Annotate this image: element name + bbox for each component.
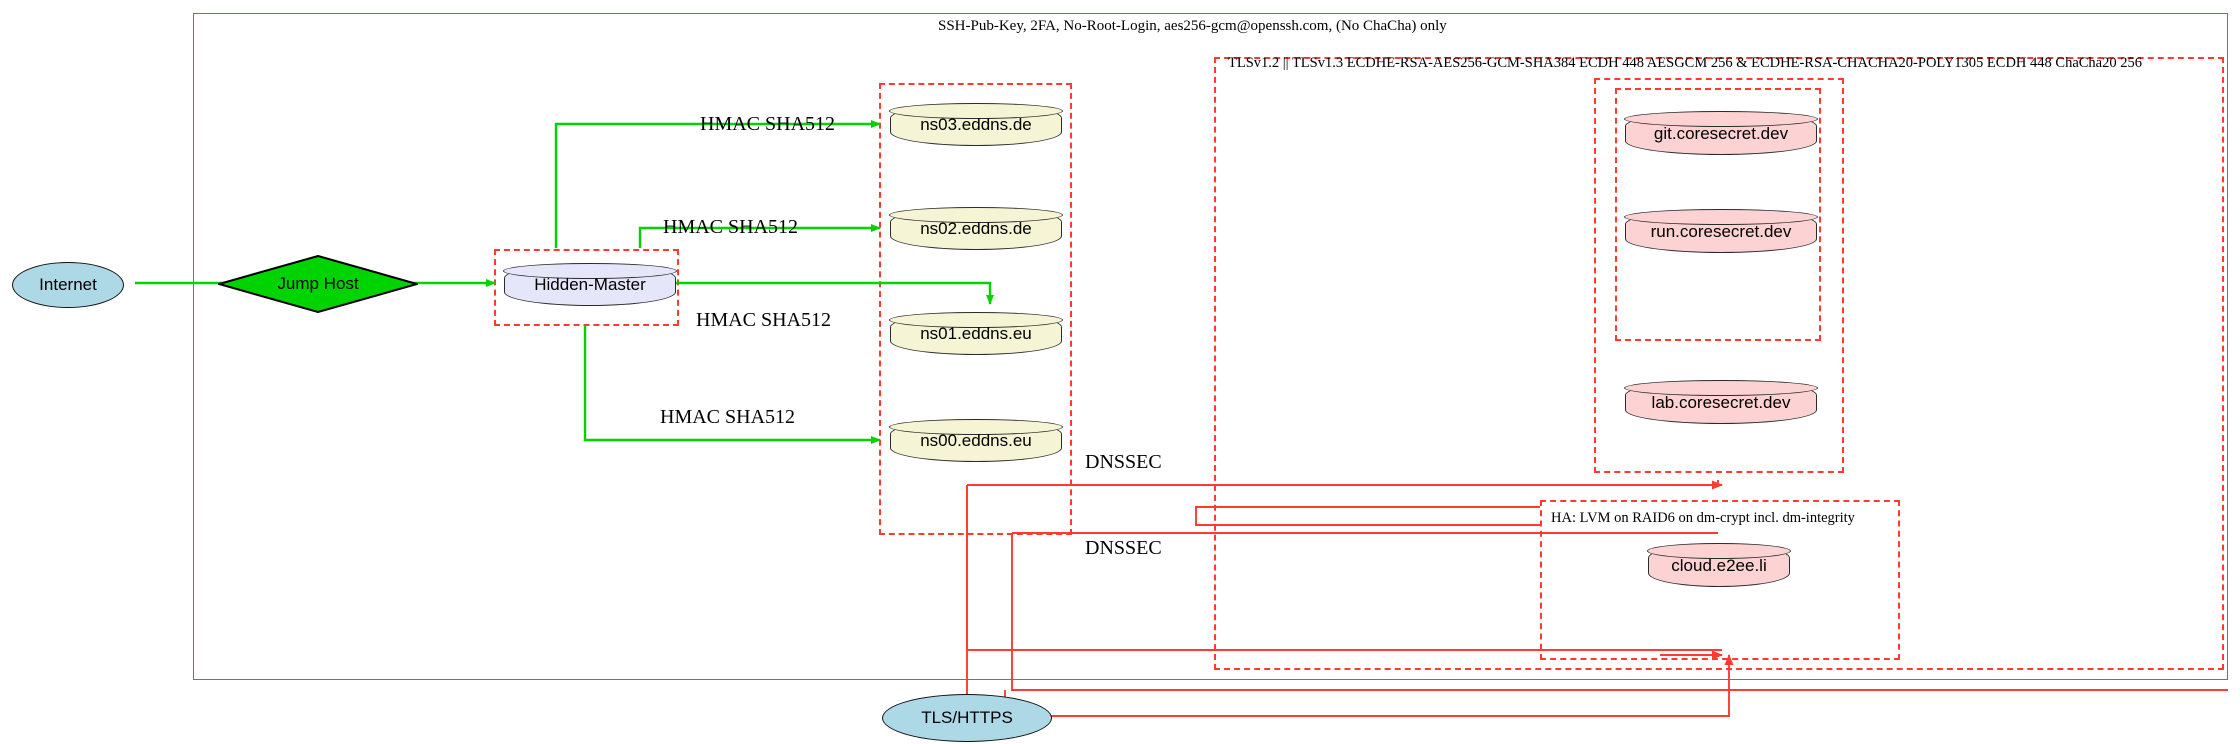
ssh-policy-banner: SSH-Pub-Key, 2FA, No-Root-Login, aes256-…	[938, 18, 1447, 34]
node-internet-label: Internet	[39, 275, 97, 294]
node-ns03[interactable]: ns03.eddns.de	[889, 103, 1063, 146]
node-internet[interactable]: Internet	[12, 262, 124, 308]
node-ns03-label: ns03.eddns.de	[920, 115, 1032, 134]
node-ns02-label: ns02.eddns.de	[920, 219, 1032, 238]
edge-label-hmac-ns01: HMAC SHA512	[696, 309, 832, 331]
node-cloud-e2ee[interactable]: cloud.e2ee.li	[1647, 543, 1791, 587]
node-hidden-master-label: Hidden-Master	[534, 275, 646, 294]
node-jump-host-label: Jump Host	[277, 274, 359, 293]
node-git-coresecret-label: git.coresecret.dev	[1653, 123, 1789, 143]
outer-ssh-boundary	[193, 13, 2228, 680]
edge-label-hmac-ns00: HMAC SHA512	[660, 406, 796, 428]
node-run-coresecret[interactable]: run.coresecret.dev	[1624, 209, 1818, 253]
node-ns02[interactable]: ns02.eddns.de	[889, 207, 1063, 250]
tls-policy-banner: TLSv1.2 || TLSv1.3 ECDHE-RSA-AES256-GCM-…	[1228, 55, 2142, 71]
node-ns01[interactable]: ns01.eddns.eu	[889, 312, 1063, 355]
node-lab-coresecret-label: lab.coresecret.dev	[1651, 392, 1791, 412]
node-ns01-label: ns01.eddns.eu	[920, 324, 1032, 343]
dns-servers-zone	[879, 83, 1072, 535]
node-ns00[interactable]: ns00.eddns.eu	[889, 419, 1063, 462]
node-lab-coresecret[interactable]: lab.coresecret.dev	[1624, 380, 1818, 424]
node-tls-https-label: TLS/HTTPS	[921, 708, 1013, 727]
node-jump-host[interactable]: Jump Host	[218, 255, 418, 313]
node-git-coresecret[interactable]: git.coresecret.dev	[1624, 111, 1818, 155]
edge-label-hmac-ns02: HMAC SHA512	[663, 216, 799, 238]
edge-label-dnssec-upper: DNSSEC	[1085, 451, 1162, 473]
node-run-coresecret-label: run.coresecret.dev	[1650, 221, 1792, 241]
tls-zone	[1214, 57, 2224, 670]
node-tls-https[interactable]: TLS/HTTPS	[882, 694, 1052, 742]
node-ns00-label: ns00.eddns.eu	[920, 431, 1032, 450]
ha-storage-banner: HA: LVM on RAID6 on dm-crypt incl. dm-in…	[1551, 510, 1855, 526]
hidden-master-zone	[494, 249, 679, 326]
coresecret-inner-zone	[1615, 88, 1821, 341]
edge-label-dnssec-lower: DNSSEC	[1085, 537, 1162, 559]
edge-label-hmac-ns03: HMAC SHA512	[700, 113, 836, 135]
node-cloud-e2ee-label: cloud.e2ee.li	[1671, 555, 1767, 575]
node-hidden-master[interactable]: Hidden-Master	[503, 263, 677, 306]
coresecret-outer-zone	[1594, 78, 1844, 473]
